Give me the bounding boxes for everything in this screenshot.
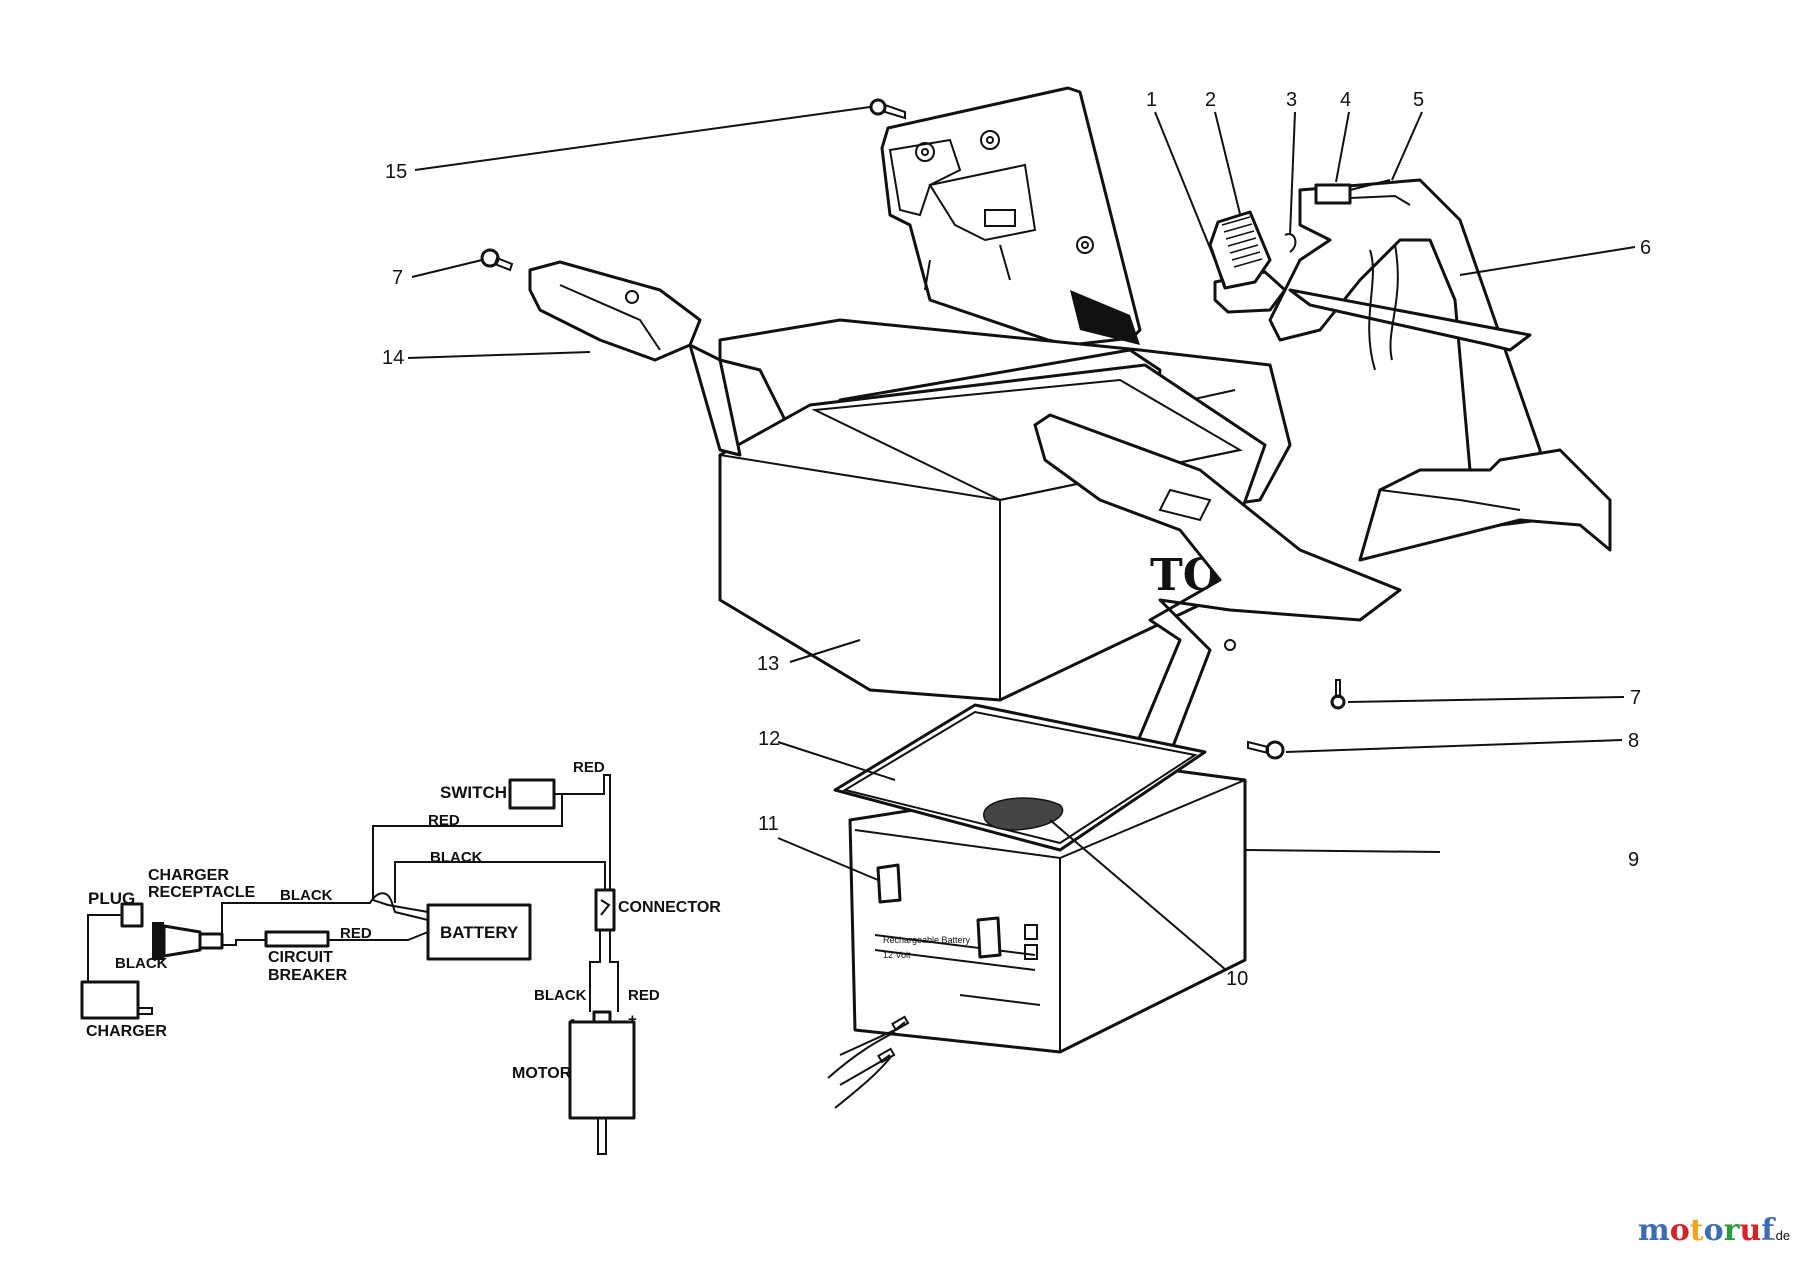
label-black-charger: BLACK (115, 955, 168, 972)
screw-7-upper (480, 248, 514, 272)
callout-4: 4 (1340, 89, 1351, 111)
motor-symbol (568, 1020, 636, 1120)
battery-print-1: Rechargeable Battery (883, 935, 971, 945)
wire-bundle (1070, 290, 1140, 345)
battery-lid (833, 703, 1207, 852)
label-red-low: RED (340, 925, 372, 942)
watermark-letter: u (1739, 1213, 1761, 1248)
label-plus: + (628, 1011, 637, 1028)
sealant-patch (983, 797, 1064, 831)
label-red-mid: RED (428, 812, 460, 829)
switch-box (508, 778, 556, 810)
label-circuit-breaker-1: CIRCUIT (268, 949, 333, 966)
label-connector: CONNECTOR (618, 899, 721, 916)
battery-print-2: 12 Volt (883, 950, 911, 960)
callout-1: 1 (1146, 89, 1157, 111)
callout-6: 6 (1640, 237, 1651, 259)
callout-11: 11 (758, 813, 779, 835)
terminal-wires (827, 1015, 910, 1109)
label-circuit-breaker-2: BREAKER (268, 967, 348, 984)
screw-8 (1247, 740, 1285, 760)
callout-10: 10 (1226, 968, 1248, 990)
callout-5: 5 (1413, 89, 1424, 111)
callout-3: 3 (1286, 89, 1297, 111)
wiring-diagram: SWITCH RED RED BLACK CHARGER RECEPTACLE … (80, 759, 721, 1155)
callout-7-upper: 7 (392, 267, 403, 289)
front-handlebar (1033, 413, 1402, 782)
callout-15: 15 (385, 161, 407, 183)
watermark-text: motoruf (1638, 1213, 1776, 1248)
watermark-letter: r (1724, 1213, 1741, 1248)
screw-15 (869, 98, 906, 120)
label-charger: CHARGER (86, 1023, 167, 1040)
charger-symbol (80, 980, 140, 1020)
label-black-motor: BLACK (534, 987, 587, 1004)
charger-receptacle-symbol (152, 922, 164, 960)
label-minus: - (570, 1011, 575, 1028)
label-charger-receptacle-1: CHARGER (148, 867, 229, 884)
label-black-mid: BLACK (430, 849, 483, 866)
label-battery: BATTERY (440, 923, 519, 942)
callout-7-lower: 7 (1630, 687, 1641, 709)
label-red-top: RED (573, 759, 605, 776)
watermark-letter: t (1690, 1213, 1704, 1248)
switch-parts (1208, 179, 1411, 314)
label-black-left: BLACK (280, 887, 333, 904)
watermark-letter: f (1761, 1213, 1776, 1248)
label-motor: MOTOR (512, 1065, 572, 1082)
watermark-letter: o (1704, 1213, 1724, 1248)
callout-2: 2 (1205, 89, 1216, 111)
callout-12: 12 (758, 728, 780, 750)
label-red-motor: RED (628, 987, 660, 1004)
screw-7-lower (1330, 679, 1346, 710)
callout-13: 13 (757, 653, 779, 675)
label-plug: PLUG (88, 889, 135, 908)
right-handle-assembly (1268, 178, 1612, 562)
circuit-breaker-symbol (264, 930, 330, 948)
callout-9: 9 (1628, 849, 1639, 871)
site-watermark: motoruf .de (1638, 1213, 1790, 1248)
callout-8: 8 (1628, 730, 1639, 752)
callout-numbers: 1 2 3 4 5 6 7 7 8 9 10 11 12 13 14 15 (382, 89, 1651, 990)
battery-symbol (426, 903, 532, 961)
callout-14: 14 (382, 347, 404, 369)
watermark-letter: m (1638, 1213, 1670, 1248)
left-grip (528, 260, 742, 457)
label-charger-receptacle-2: RECEPTACLE (148, 884, 256, 901)
rear-upright-panel (880, 86, 1142, 347)
watermark-tld: .de (1772, 1228, 1790, 1243)
leader-lines (407, 106, 1636, 971)
label-switch: SWITCH (440, 783, 507, 802)
watermark-letter: o (1670, 1213, 1690, 1248)
